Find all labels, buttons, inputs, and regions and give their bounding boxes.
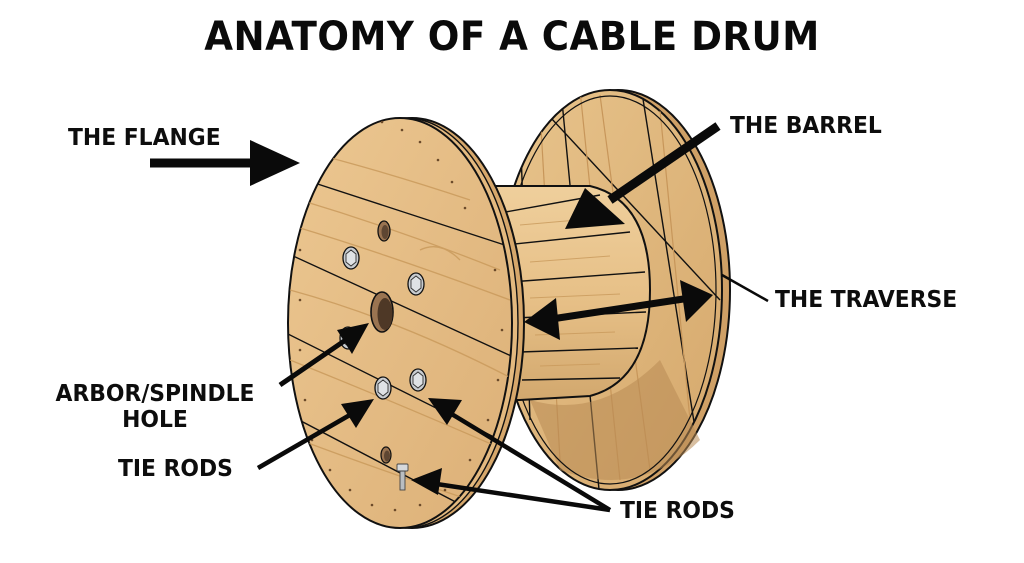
label-flange: THE FLANGE	[68, 125, 221, 151]
tie-rod-end	[396, 463, 409, 491]
small-hole-bottom	[380, 446, 392, 464]
label-tie-rods-right: TIE RODS	[620, 498, 735, 524]
tie-rods-left-arrow	[256, 399, 374, 470]
barrel-arrow	[565, 122, 721, 229]
tie-rods-right-arrows	[411, 398, 612, 513]
label-arbor-line1: ARBOR/SPINDLE	[55, 381, 255, 407]
label-arbor-line2: HOLE	[122, 407, 188, 433]
small-hole-top	[377, 220, 391, 242]
arbor-arrow	[278, 323, 369, 388]
bolt-right-upper	[407, 272, 425, 296]
traverse-leader	[721, 273, 769, 303]
label-barrel: THE BARREL	[730, 113, 882, 139]
bolt-lower-right	[409, 368, 427, 392]
traverse-arrow	[524, 280, 713, 340]
label-tie-rods-left: TIE RODS	[118, 456, 233, 482]
bolt-top-left	[342, 246, 360, 270]
page-title: ANATOMY OF A CABLE DRUM	[204, 14, 820, 60]
arbor-spindle-hole	[370, 291, 394, 333]
front-flange	[287, 117, 525, 529]
flange-arrow	[150, 140, 300, 186]
label-traverse: THE TRAVERSE	[775, 287, 958, 313]
bolt-lower-left	[374, 376, 392, 400]
